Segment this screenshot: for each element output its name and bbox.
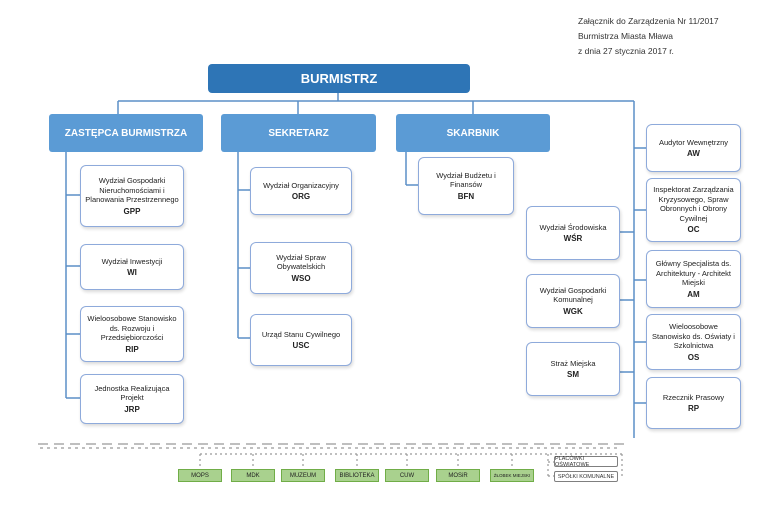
unit-box-jrp: Jednostka Realizująca Projekt JRP [80, 374, 184, 424]
unit-box-wso: Wydział Spraw Obywatelskich WSO [250, 242, 352, 294]
unit-name: Jednostka Realizująca Projekt [94, 383, 170, 403]
skarbnik-header: SKARBNIK [396, 114, 550, 152]
unit-abbr: USC [292, 341, 310, 350]
unit-name: Wydział Środowiska [539, 222, 607, 232]
unit-name: Wydział Gospodarki Komunalnej [539, 285, 607, 305]
other-unit-spolki: SPÓŁKI KOMUNALNE [554, 471, 618, 482]
unit-box-sm: Straż Miejska SM [526, 342, 620, 396]
subordinate-unit-mdk: MDK [231, 469, 275, 482]
unit-abbr: RP [687, 404, 700, 413]
unit-name: Audytor Wewnętrzny [658, 137, 729, 147]
unit-box-usc: Urząd Stanu Cywilnego USC [250, 314, 352, 366]
subordinate-unit-mosir: MOSiR [436, 469, 480, 482]
annotation-line: Burmistrza Miasta Mława [578, 31, 673, 41]
unit-name: Straż Miejska [550, 358, 596, 368]
unit-box-wi: Wydział Inwestycji WI [80, 244, 184, 290]
subordinate-unit-zlobek: ŻŁOBEK MIEJSKI [490, 469, 534, 482]
unit-name: Wydział Gospodarki Nieruchomościami i Pl… [85, 176, 179, 204]
unit-abbr: SM [567, 370, 579, 379]
unit-name: Główny Specjalista ds. Architektury - Ar… [655, 259, 732, 287]
subordinate-unit-mops: MOPS [178, 469, 222, 482]
other-unit-placowki: PLACÓWKI OŚWIATOWE [554, 456, 618, 468]
unit-name: Urząd Stanu Cywilnego [261, 329, 341, 339]
unit-box-org: Wydział Organizacyjny ORG [250, 167, 352, 215]
unit-box-os: Wieloosobowe Stanowisko ds. Oświaty i Sz… [646, 314, 741, 370]
unit-abbr: WGK [563, 306, 583, 316]
unit-box-bfn: Wydział Budżetu i Finansów BFN [418, 157, 514, 215]
unit-name: Wydział Budżetu i Finansów [436, 170, 496, 190]
unit-name: Wieloosobowe Stanowisko ds. Oświaty i Sz… [652, 322, 735, 350]
annotation-line: Załącznik do Zarządzenia Nr 11/2017 [578, 16, 719, 26]
unit-name: Inspektorat Zarządzania Kryzysowego, Spr… [653, 185, 734, 223]
unit-name: Rzecznik Prasowy [662, 392, 725, 402]
unit-abbr: RIP [125, 344, 139, 354]
subordinate-unit-cuw: CUW [385, 469, 429, 482]
unit-box-oc: Inspektorat Zarządzania Kryzysowego, Spr… [646, 178, 741, 242]
unit-abbr: WŚR [563, 234, 583, 243]
unit-abbr: ORG [291, 192, 311, 201]
zastepca-header: ZASTĘPCA BURMISTRZA [49, 114, 203, 152]
unit-abbr: WSO [291, 273, 311, 283]
unit-box-gpp: Wydział Gospodarki Nieruchomościami i Pl… [80, 165, 184, 227]
unit-abbr: BFN [457, 191, 475, 201]
subordinate-unit-biblioteka: BIBLIOTEKA [335, 469, 379, 482]
unit-abbr: WI [127, 268, 137, 277]
sekretarz-header: SEKRETARZ [221, 114, 376, 152]
unit-abbr: AM [687, 289, 700, 299]
unit-abbr: OC [687, 225, 700, 235]
unit-box-rp: Rzecznik Prasowy RP [646, 377, 741, 429]
unit-name: Wydział Organizacyjny [263, 180, 339, 190]
unit-abbr: JRP [124, 404, 140, 414]
annotation-line: z dnia 27 stycznia 2017 r. [578, 46, 674, 56]
document-annotation: Załącznik do Zarządzenia Nr 11/2017 Burm… [578, 14, 719, 59]
burmistrz-header: BURMISTRZ [208, 64, 470, 93]
unit-box-aw: Audytor Wewnętrzny AW [646, 124, 741, 172]
unit-abbr: OS [687, 352, 700, 362]
unit-name: Wydział Inwestycji [101, 256, 163, 266]
unit-box-wgk: Wydział Gospodarki Komunalnej WGK [526, 274, 620, 328]
unit-box-wsr: Wydział Środowiska WŚR [526, 206, 620, 260]
unit-abbr: AW [687, 149, 700, 158]
subordinate-unit-muzeum: MUZEUM [281, 469, 325, 482]
unit-box-am: Główny Specjalista ds. Architektury - Ar… [646, 250, 741, 308]
unit-abbr: GPP [123, 206, 141, 216]
unit-name: Wydział Spraw Obywatelskich [276, 252, 326, 272]
unit-name: Wieloosobowe Stanowisko ds. Rozwoju i Pr… [87, 314, 177, 342]
unit-box-rip: Wieloosobowe Stanowisko ds. Rozwoju i Pr… [80, 306, 184, 362]
